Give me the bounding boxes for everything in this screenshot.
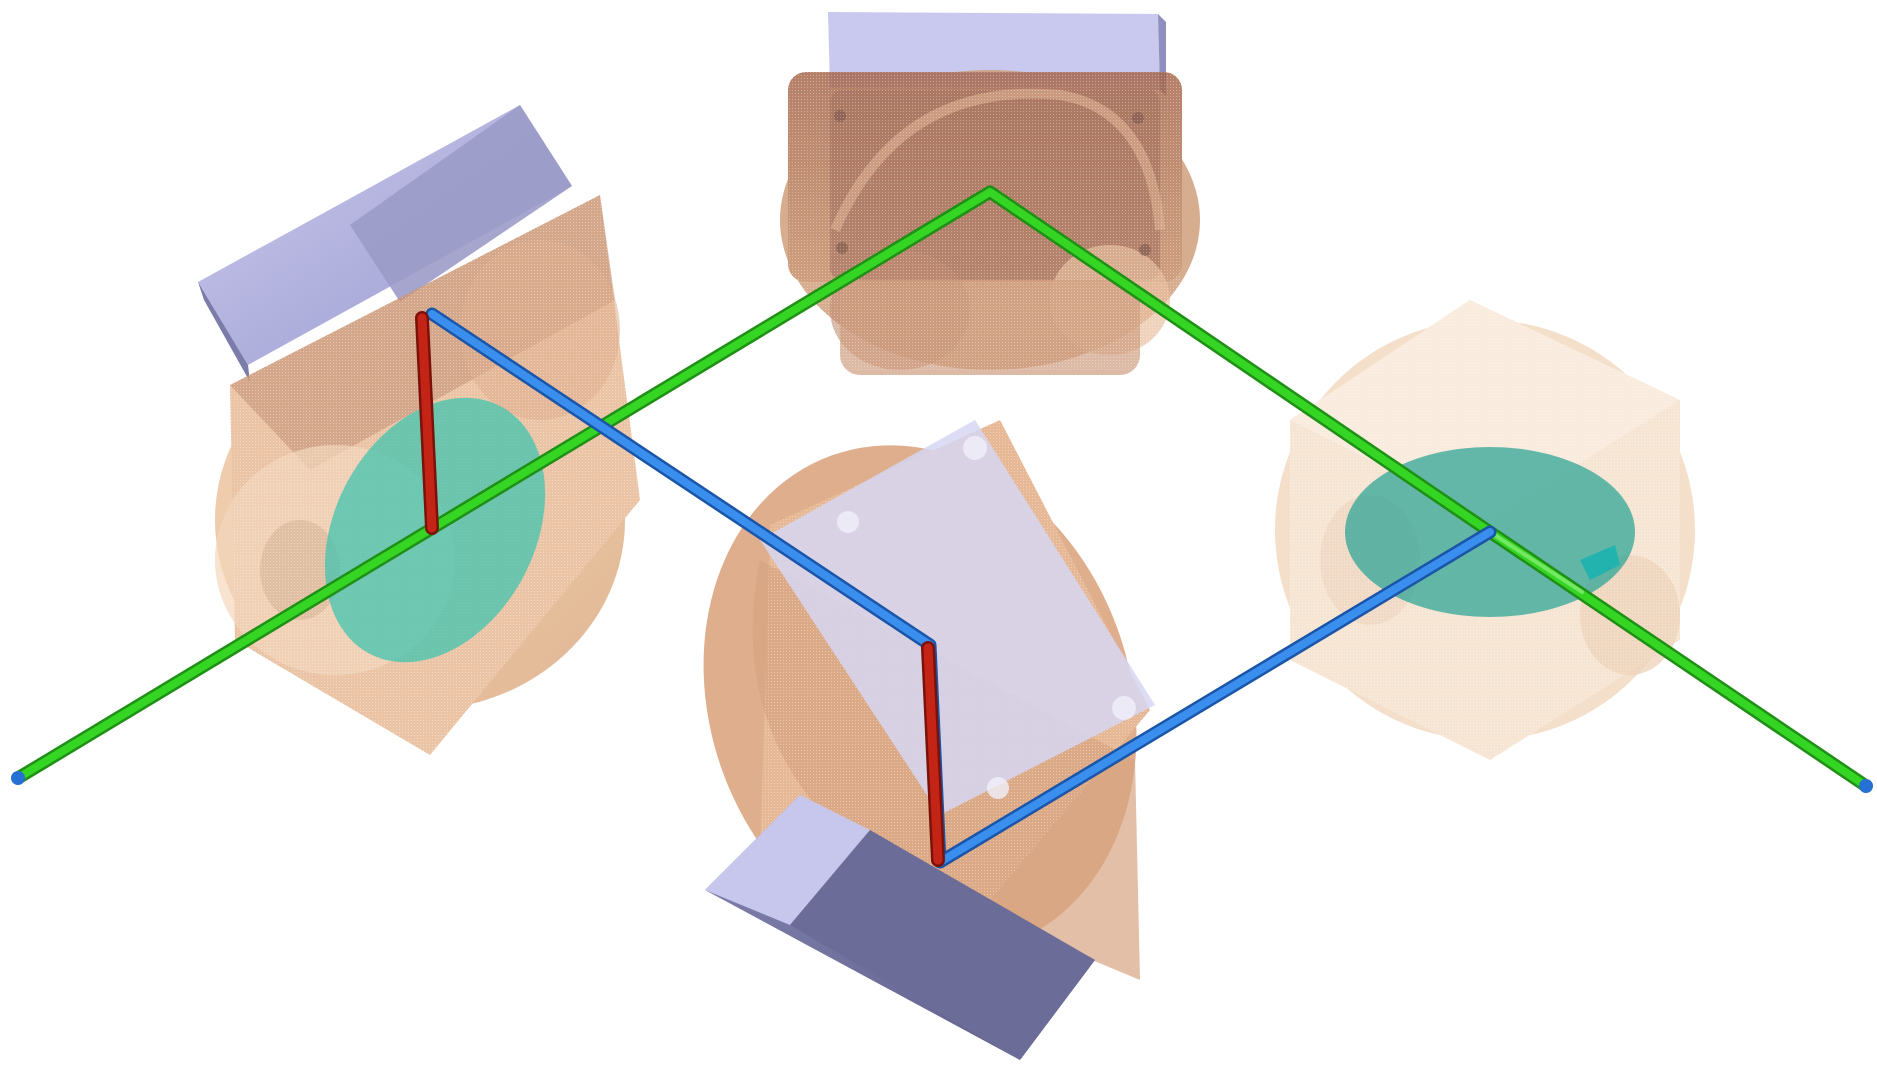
housing-block-left (198, 105, 572, 382)
cube-mount-top-body (780, 70, 1200, 375)
green-beam-end-icon (1859, 779, 1873, 793)
green-beam-start-icon (11, 771, 25, 785)
mirror-mount-top (780, 12, 1200, 375)
red-beam (415, 311, 945, 867)
housing-block-bottom-glass (760, 420, 1155, 815)
beam-splitter-left (198, 105, 640, 755)
housing-block-bottom (705, 795, 1095, 1060)
green-beam (11, 185, 1873, 793)
detector-tip-right (1580, 545, 1620, 580)
mirror-mount-bottom (703, 420, 1155, 1060)
